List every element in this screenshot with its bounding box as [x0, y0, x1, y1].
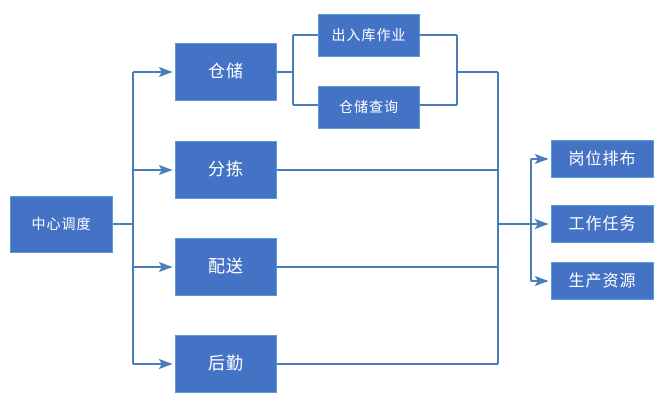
- node-center-dispatch-label: 中心调度: [31, 216, 92, 233]
- node-center-dispatch[interactable]: 中心调度: [10, 196, 113, 253]
- node-warehouse-query-label: 仓储查询: [339, 99, 399, 116]
- node-logistics-label: 后勤: [208, 353, 244, 374]
- node-warehouse[interactable]: 仓储: [175, 43, 277, 101]
- node-logistics[interactable]: 后勤: [175, 335, 277, 393]
- node-sorting-label: 分拣: [208, 159, 244, 180]
- node-production-resource[interactable]: 生产资源: [551, 262, 654, 300]
- node-production-resource-label: 生产资源: [568, 271, 637, 290]
- node-post-layout[interactable]: 岗位排布: [551, 140, 654, 178]
- node-post-layout-label: 岗位排布: [568, 149, 637, 168]
- node-warehouse-query[interactable]: 仓储查询: [318, 86, 420, 129]
- node-warehouse-label: 仓储: [208, 61, 244, 82]
- node-delivery-label: 配送: [208, 256, 244, 277]
- node-work-task[interactable]: 工作任务: [551, 205, 654, 243]
- node-delivery[interactable]: 配送: [175, 238, 277, 296]
- node-work-task-label: 工作任务: [568, 214, 637, 233]
- node-inbound-outbound[interactable]: 出入库作业: [318, 14, 420, 57]
- node-inbound-outbound-label: 出入库作业: [331, 27, 407, 44]
- node-sorting[interactable]: 分拣: [175, 141, 277, 199]
